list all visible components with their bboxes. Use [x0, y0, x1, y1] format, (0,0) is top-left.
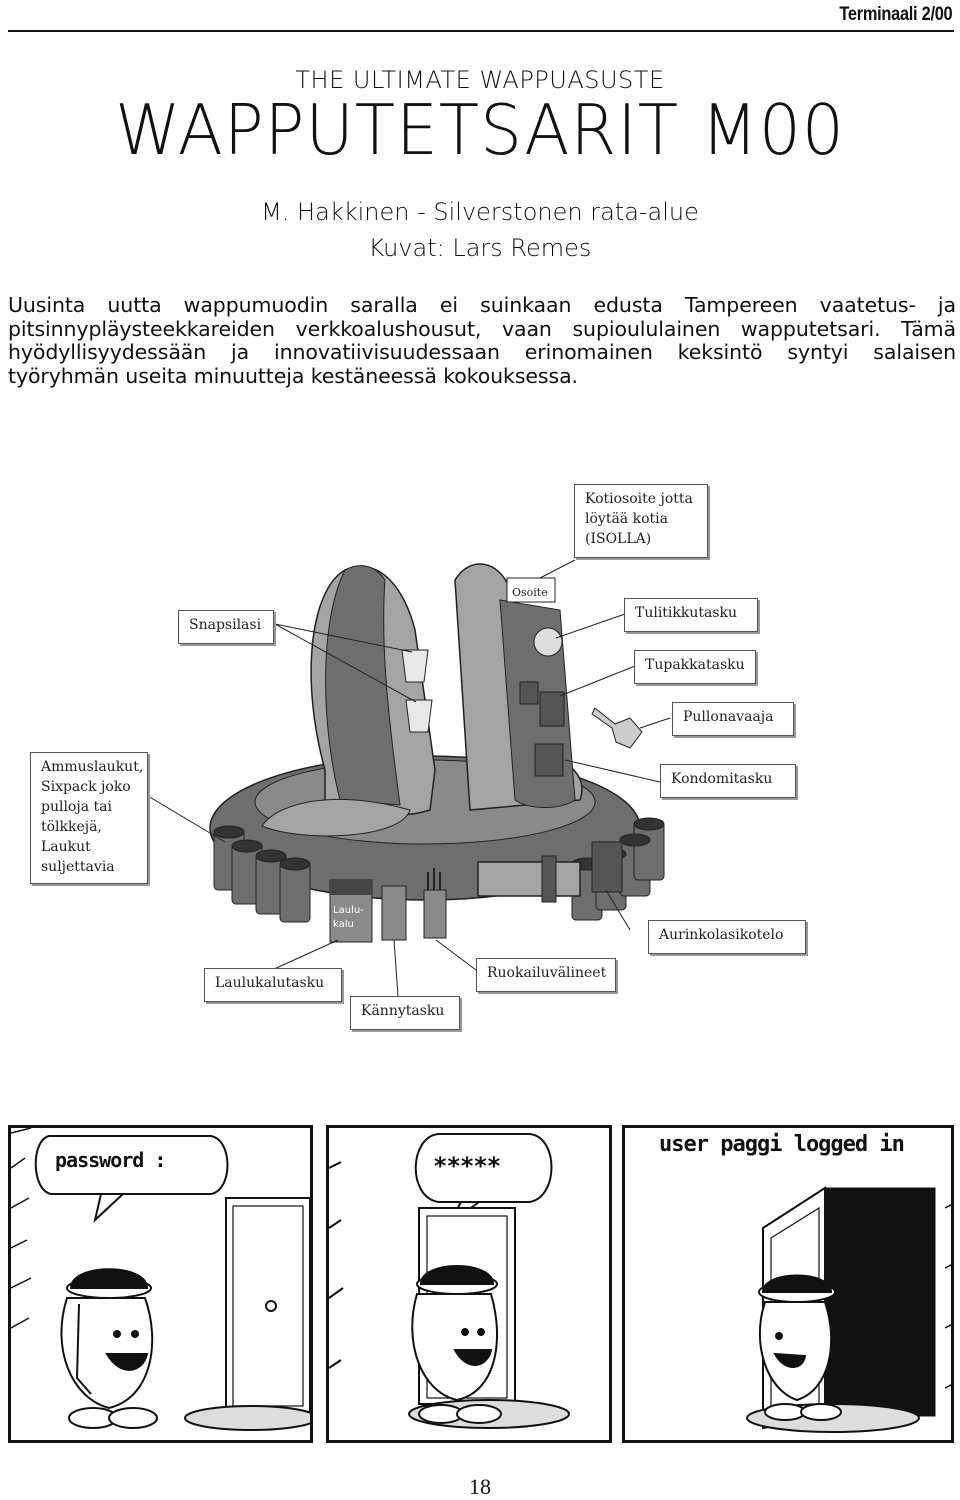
song-pocket-label: Laulu- kalu: [333, 905, 364, 930]
callout-songbook-pocket: Laulukalutasku: [204, 968, 342, 1002]
callout-tobacco-pocket: Tupakkatasku: [634, 650, 756, 684]
header-rule: [8, 30, 954, 32]
password-prompt: password :: [55, 1148, 166, 1172]
panel-1-drawing: [11, 1128, 310, 1440]
article-byline: M. Hakkinen - Silverstonen rata-alue: [261, 198, 699, 226]
callout-cutlery: Ruokailuvälineet: [476, 958, 616, 992]
login-caption: user paggi logged in: [659, 1132, 905, 1157]
callout-condom-pocket: Kondomitasku: [660, 764, 796, 798]
comic-panel-2: *****: [326, 1125, 612, 1443]
vest-illustration: [147, 559, 671, 997]
callout-match-pocket: Tulitikkutasku: [624, 598, 758, 632]
image-credits: Kuvat: Lars Remes: [368, 234, 592, 262]
comic-panel-1: password :: [8, 1125, 313, 1443]
callout-shot-glass: Snapsilasi: [178, 610, 274, 644]
panel-3-drawing: [746, 1186, 951, 1433]
comic-panel-3: user paggi logged in: [622, 1125, 954, 1443]
callout-phone-pocket: Kännytasku: [350, 996, 460, 1030]
callout-home-address: Kotiosoite jotta löytää kotia (ISOLLA): [574, 484, 708, 558]
callout-ammo-pouches: Ammuslaukut, Sixpack joko pulloja tai tö…: [30, 752, 148, 884]
address-tag-label: Osoite: [512, 586, 548, 599]
article-title: WAPPUTETSARIT M00: [115, 90, 845, 171]
vest-diagram: Osoite Laulu- kalu Kotiosoite jotta löyt…: [0, 470, 960, 1050]
callout-bottle-opener: Pullonavaaja: [672, 702, 794, 736]
article-kicker: THE ULTIMATE WAPPUASUSTE: [295, 66, 665, 94]
running-header: Terminaali 2/00: [839, 4, 952, 25]
masked-password: *****: [433, 1152, 501, 1180]
page-number: 18: [469, 1474, 491, 1499]
article-body: Uusinta uutta wappumuodin saralla ei sui…: [8, 293, 956, 388]
comic-strip: password : *****: [8, 1125, 954, 1450]
panel-2-drawing: [329, 1133, 570, 1429]
callout-sunglasses-case: Aurinkolasikotelo: [648, 920, 806, 954]
